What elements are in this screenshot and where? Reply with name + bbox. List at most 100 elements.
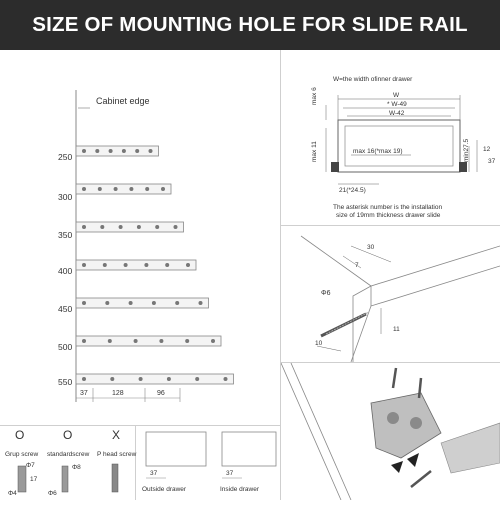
- mounting-hole: [95, 149, 100, 153]
- mounting-hole: [161, 187, 165, 191]
- grup-screw-icon: [17, 465, 27, 493]
- outside-drawer-label: Outside drawer: [142, 486, 187, 493]
- drawer-cross-section: W=the width ofinner drawer W * W-49 W-42…: [281, 50, 500, 225]
- dim-11: 11: [393, 326, 400, 333]
- mounting-hole: [128, 301, 133, 305]
- mounting-hole: [186, 263, 190, 267]
- screw-icon: [391, 367, 432, 488]
- rail-length-label: 550: [58, 377, 73, 387]
- slide-rail-bar: [75, 183, 172, 195]
- mounting-hole: [82, 149, 86, 153]
- dim-max16: max 16(*max 19): [353, 148, 403, 155]
- mounting-hole: [136, 225, 141, 229]
- mounting-hole: [151, 301, 156, 305]
- dimension-37: 37: [80, 390, 88, 397]
- mounting-hole: [166, 377, 171, 381]
- inside-drawer-dim: 37: [226, 470, 234, 477]
- mounting-hole: [144, 263, 149, 267]
- slide-rail-bar: [75, 221, 184, 233]
- cross-section-drawing: [325, 95, 478, 185]
- slide-rail-length-diagram: Cabinet edge 250 300 350 400 450 500 550…: [0, 50, 280, 425]
- mounting-hole: [185, 339, 190, 343]
- inside-drawer-label: Inside drawer: [220, 486, 260, 493]
- mounting-hole: [82, 225, 86, 229]
- mounting-hole: [155, 225, 160, 229]
- divider-vertical: [280, 50, 281, 500]
- screw-drawings: [17, 463, 119, 493]
- mounting-hole: [113, 187, 118, 191]
- dim-min27-5: min27.5: [463, 138, 470, 162]
- mounting-hole: [82, 301, 86, 305]
- dimension-96: 96: [157, 390, 165, 397]
- installation-drawing: [280, 362, 500, 501]
- mounting-hole: [100, 225, 105, 229]
- mounting-hole: [82, 377, 86, 381]
- slide-rail-drawing: [75, 90, 234, 402]
- mounting-hole: [133, 339, 138, 343]
- slide-rail-bar: [75, 145, 159, 157]
- mounting-hole: [195, 377, 200, 381]
- grup-screw-mark: O: [15, 428, 25, 442]
- mounting-hole: [82, 339, 86, 343]
- rail-length-label: 450: [58, 304, 73, 314]
- dim-30: 30: [367, 244, 375, 251]
- dim-phi6: Φ6: [321, 290, 331, 297]
- mounting-hole: [223, 377, 228, 381]
- rail-length-label: 350: [58, 230, 73, 240]
- grup-dim-phi4: Φ4: [8, 490, 17, 497]
- mounting-hole: [97, 187, 102, 191]
- dim-21: 21(*24.5): [339, 187, 366, 194]
- outside-drawer-dim: 37: [150, 470, 158, 477]
- install-note-line1: The asterisk number is the installation: [333, 204, 443, 211]
- mounting-hole: [129, 187, 134, 191]
- slide-rail-bar: [75, 297, 209, 309]
- mounting-hole: [135, 149, 140, 153]
- dim-w49: * W-49: [387, 101, 407, 108]
- inside-drawer-icon: [221, 431, 277, 467]
- mounting-hole: [145, 187, 150, 191]
- mounting-hole: [118, 225, 123, 229]
- install-note-line2: size of 19mm thickness drawer slide: [336, 212, 441, 219]
- dim-max6: max 6: [311, 87, 318, 105]
- p-head-screw-icon: [111, 463, 119, 493]
- std-dim-phi6: Φ6: [48, 490, 57, 497]
- grup-dim-17: 17: [30, 476, 38, 483]
- mounting-hole: [108, 149, 113, 153]
- divider-screws: [135, 425, 136, 500]
- slide-rail-bar: [75, 259, 197, 271]
- divider-left-bottom: [0, 425, 280, 426]
- standard-screw-label: standardscrew: [47, 451, 90, 458]
- hole-detail-drawing: [300, 235, 500, 363]
- rail-length-label: 500: [58, 342, 73, 352]
- grup-screw-label: Grup screw: [5, 451, 39, 458]
- mounting-hole: [82, 187, 86, 191]
- installation-illustration: [280, 362, 500, 501]
- dim-w42: W-42: [389, 110, 405, 117]
- dim-w: W: [393, 92, 400, 99]
- outside-drawer-icon: [145, 431, 207, 467]
- p-head-screw-label: P head screw: [97, 451, 137, 458]
- drawer-types: 37 37 Outside drawer Inside drawer: [136, 426, 280, 500]
- screw-types: O O X Grup screw standardscrew P head sc…: [0, 426, 137, 500]
- rail-length-label: 250: [58, 152, 73, 162]
- mounting-hole: [138, 377, 143, 381]
- mounting-hole: [82, 263, 86, 267]
- hole-detail-diagram: 30 7 Φ6 11 10: [281, 226, 500, 363]
- divider-right-lower: [280, 362, 500, 363]
- mounting-hole: [175, 301, 180, 305]
- mounting-hole: [123, 263, 128, 267]
- mounting-hole: [105, 301, 110, 305]
- mounting-hole: [107, 339, 112, 343]
- mounting-hole: [198, 301, 203, 305]
- dim-max11: max 11: [311, 141, 318, 162]
- dim-7: 7: [355, 262, 359, 269]
- slide-rail-bar: [75, 373, 234, 385]
- rail-length-label: 400: [58, 266, 73, 276]
- drawer-type-drawings: [145, 431, 277, 479]
- mounting-hole: [102, 263, 107, 267]
- dim-10: 10: [315, 340, 323, 347]
- standard-screw-mark: O: [63, 428, 73, 442]
- mounting-hole: [173, 225, 178, 229]
- standard-screw-icon: [61, 465, 69, 493]
- dimension-128: 128: [112, 390, 124, 397]
